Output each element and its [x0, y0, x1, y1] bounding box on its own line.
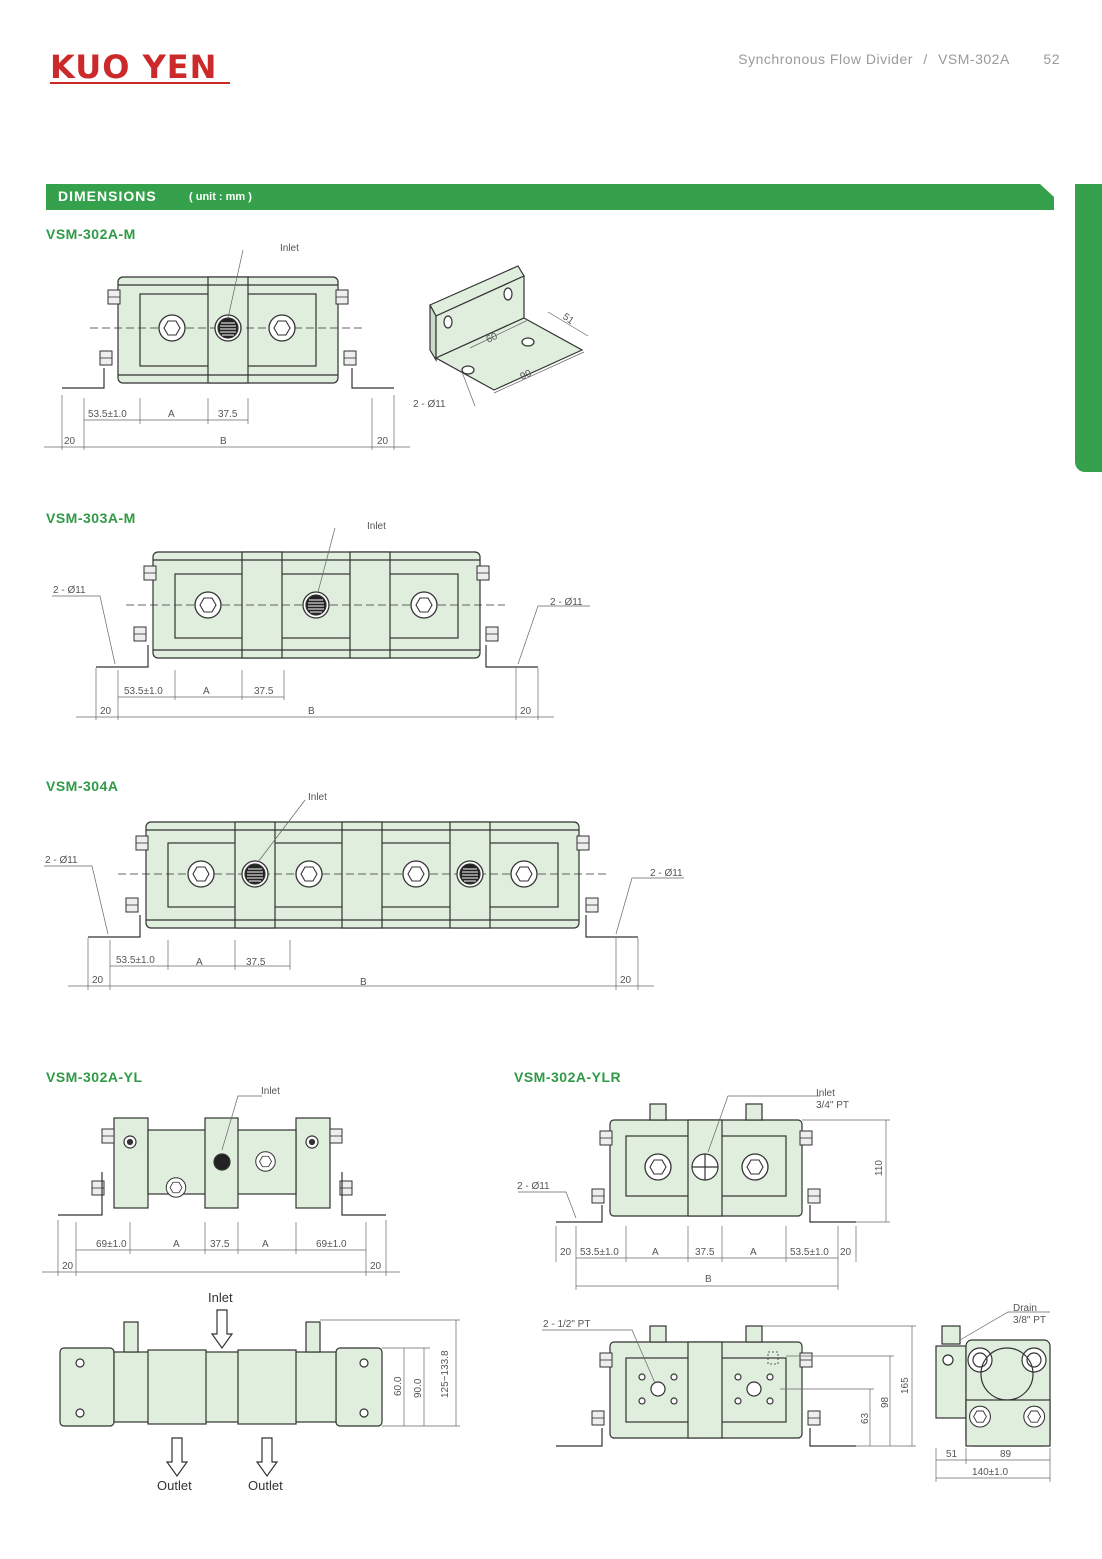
label-hole-left-303a-m: 2 - Ø11	[53, 585, 86, 596]
bracket-302a-m	[429, 265, 584, 391]
dim-375-302a-m: 37.5	[218, 409, 238, 420]
drawing-302a-yl-top	[59, 1309, 383, 1478]
dim-53-left-302a-ylr: 53.5±1.0	[580, 1247, 619, 1258]
dimension-lines-302a-yl-top	[320, 1319, 460, 1427]
dim-89-side: 89	[1000, 1449, 1012, 1460]
logo-underline	[50, 82, 230, 84]
dim-98-ylr: 98	[880, 1396, 891, 1408]
dim-53-304a: 53.5±1.0	[116, 955, 155, 966]
dimension-lines-304a	[44, 799, 684, 990]
label-port-302a-ylr: 2 - 1/2" PT	[543, 1319, 590, 1330]
dim-20-left-304a: 20	[92, 975, 104, 986]
dimension-lines-302a-m	[44, 249, 589, 450]
label-hole-right-304a: 2 - Ø11	[650, 868, 683, 879]
dim-a-303a-m: A	[203, 686, 210, 697]
dim-375-304a: 37.5	[246, 957, 266, 968]
dim-a-left-302a-yl: A	[173, 1239, 180, 1250]
brand-logo: KUO YEN	[50, 48, 218, 86]
drawing-302a-ylr-front	[556, 1103, 856, 1223]
dim-a-left-302a-ylr: A	[652, 1247, 659, 1258]
label-inlet-304a: Inlet	[308, 792, 327, 803]
drawing-302a-ylr-back	[556, 1325, 856, 1447]
header-separator: /	[923, 51, 928, 67]
model-title-304a: VSM-304A	[46, 778, 119, 794]
drawing-304a	[88, 821, 638, 938]
dim-375-303a-m: 37.5	[254, 686, 274, 697]
label-inlet-pt-302a-ylr: 3/4" PT	[816, 1100, 849, 1111]
drawing-303a-m	[96, 551, 538, 668]
label-hole-left-304a: 2 - Ø11	[45, 855, 78, 866]
dim-125-yl: 125~133.8	[440, 1350, 451, 1398]
section-band	[46, 184, 1054, 210]
dim-a-right-302a-ylr: A	[750, 1247, 757, 1258]
dim-51-side: 51	[946, 1449, 958, 1460]
dim-51-bracket: 51	[560, 311, 576, 327]
label-outlet-right: Outlet	[248, 1478, 283, 1493]
section-title: DIMENSIONS	[58, 188, 157, 204]
dim-b-302a-m: B	[220, 436, 227, 447]
header-model: VSM-302A	[938, 51, 1010, 67]
dim-53-303a-m: 53.5±1.0	[124, 686, 163, 697]
side-tab	[1075, 184, 1102, 472]
dim-20-left-302a-yl: 20	[62, 1261, 74, 1272]
dim-53-right-302a-ylr: 53.5±1.0	[790, 1247, 829, 1258]
dim-20-right-302a-m: 20	[377, 436, 389, 447]
dim-20-left-303a-m: 20	[100, 706, 112, 717]
dim-165-ylr: 165	[900, 1377, 911, 1394]
dim-60-bracket: 60	[485, 331, 500, 346]
dim-90-bracket: 90	[519, 368, 534, 383]
label-drain: Drain	[1013, 1303, 1037, 1314]
section-unit: ( unit : mm )	[189, 191, 252, 203]
label-inlet-302a-ylr: Inlet	[816, 1088, 835, 1099]
dimension-lines-302a-ylr	[518, 1095, 890, 1290]
dim-375-302a-yl: 37.5	[210, 1239, 230, 1250]
dimension-lines-303a-m	[52, 527, 590, 720]
label-inlet-302a-m: Inlet	[280, 243, 299, 254]
label-inlet-302a-yl-top: Inlet	[208, 1290, 233, 1305]
dim-140-side: 140±1.0	[972, 1467, 1009, 1478]
label-inlet-303a-m: Inlet	[367, 521, 386, 532]
dim-20-right-302a-yl: 20	[370, 1261, 382, 1272]
dim-53-302a-m: 53.5±1.0	[88, 409, 127, 420]
label-drain-pt: 3/8" PT	[1013, 1315, 1046, 1326]
dim-b-303a-m: B	[308, 706, 315, 717]
model-title-302a-yl: VSM-302A-YL	[46, 1069, 143, 1085]
model-title-303a-m: VSM-303A-M	[46, 510, 136, 526]
label-inlet-302a-yl: Inlet	[261, 1086, 280, 1097]
dim-20-right-302a-ylr: 20	[840, 1247, 852, 1258]
drawing-302a-yl-front	[58, 1117, 386, 1216]
label-hole-right-303a-m: 2 - Ø11	[550, 597, 583, 608]
dim-b-302a-ylr: B	[705, 1274, 712, 1285]
label-hole-302a-ylr: 2 - Ø11	[517, 1181, 550, 1192]
dim-375-302a-ylr: 37.5	[695, 1247, 715, 1258]
page-number: 52	[1043, 51, 1060, 67]
dim-600-yl: 60.0	[393, 1376, 404, 1396]
drawing-302a-m	[62, 276, 394, 389]
dim-b-304a: B	[360, 977, 367, 988]
model-title-302a-m: VSM-302A-M	[46, 226, 136, 242]
dim-a-304a: A	[196, 957, 203, 968]
dim-20-left-302a-m: 20	[64, 436, 76, 447]
model-title-302a-ylr: VSM-302A-YLR	[514, 1069, 622, 1085]
dim-69-right-302a-yl: 69±1.0	[316, 1239, 347, 1250]
label-outlet-left: Outlet	[157, 1478, 192, 1493]
dim-20-right-304a: 20	[620, 975, 632, 986]
dim-20-right-303a-m: 20	[520, 706, 532, 717]
dimension-lines-302a-ylr-side	[935, 1311, 1051, 1482]
dim-900-yl: 90.0	[413, 1378, 424, 1398]
dimension-lines-302a-ylr-back	[542, 1325, 916, 1447]
dimension-lines-302a-yl	[42, 1095, 400, 1276]
label-hole-302a-m: 2 - Ø11	[413, 399, 446, 410]
header-breadcrumb: Synchronous Flow Divider / VSM-302A 52	[732, 51, 1060, 67]
dim-20-left-302a-ylr: 20	[560, 1247, 572, 1258]
header-product: Synchronous Flow Divider	[738, 51, 913, 67]
dim-110-ylr: 110	[874, 1160, 885, 1176]
dim-63-ylr: 63	[860, 1412, 871, 1424]
dim-a-right-302a-yl: A	[262, 1239, 269, 1250]
drawing-302a-ylr-side	[935, 1325, 1051, 1447]
dim-69-left-302a-yl: 69±1.0	[96, 1239, 127, 1250]
dim-a-302a-m: A	[168, 409, 175, 420]
